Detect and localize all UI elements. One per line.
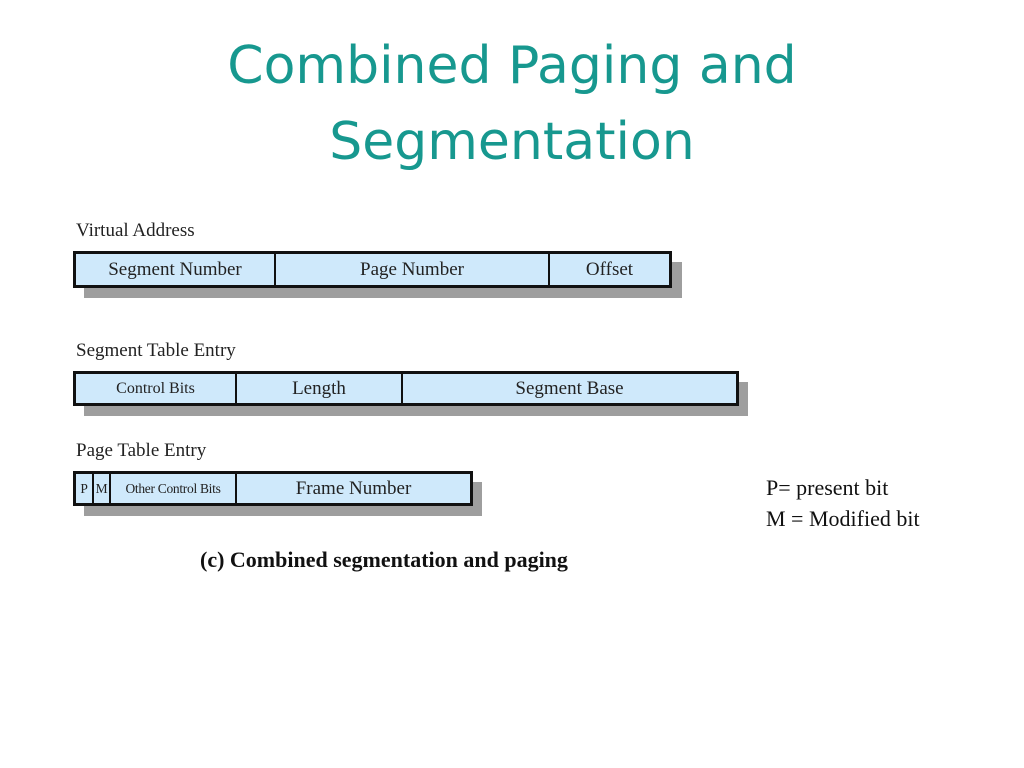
virtual-address-label: Virtual Address: [76, 220, 195, 241]
virtual-address-format: Segment Number Page Number Offset: [73, 251, 672, 288]
segment-table-entry-label: Segment Table Entry: [76, 340, 236, 361]
m-bit-field: M: [94, 474, 111, 503]
segment-table-entry-format: Control Bits Length Segment Base: [73, 371, 739, 406]
bit-legend: P= present bit M = Modified bit: [766, 472, 920, 534]
p-bit-field: P: [76, 474, 94, 503]
frame-number-field: Frame Number: [295, 477, 412, 499]
figure-caption: (c) Combined segmentation and paging: [200, 547, 568, 572]
slide-title: Combined Paging and Segmentation: [0, 28, 1024, 180]
page-table-entry-format: P M Other Control Bits Frame Number: [73, 471, 473, 506]
control-bits-field: Control Bits: [76, 374, 237, 403]
legend-m-bit: M = Modified bit: [766, 506, 920, 531]
length-field: Length: [237, 374, 403, 403]
segment-number-field: Segment Number: [76, 254, 276, 285]
segment-base-field: Segment Base: [515, 377, 624, 399]
offset-field: Offset: [585, 258, 634, 280]
page-number-field: Page Number: [276, 254, 550, 285]
slide-title-line-1: Combined Paging and: [227, 36, 797, 96]
other-control-bits-field: Other Control Bits: [111, 474, 237, 503]
page-table-entry-label: Page Table Entry: [76, 440, 207, 461]
legend-p-bit: P= present bit: [766, 475, 889, 500]
slide-title-line-2: Segmentation: [329, 112, 695, 172]
